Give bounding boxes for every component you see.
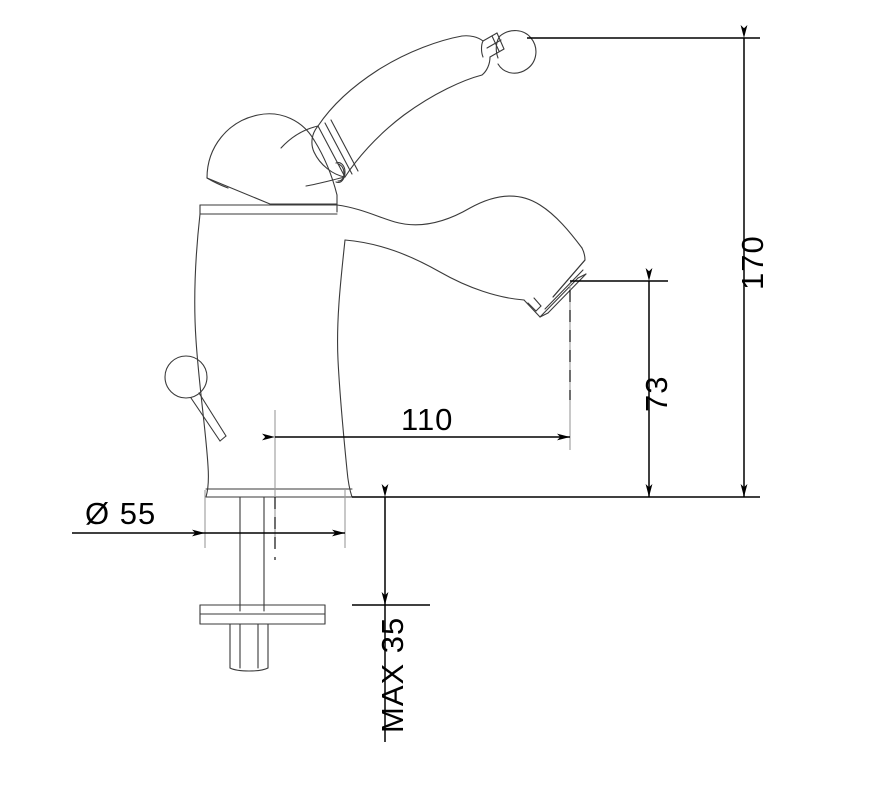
lever-handle [311, 35, 491, 178]
centreline [274, 290, 571, 560]
fixing-nut [229, 623, 269, 672]
threaded-shank [239, 496, 265, 612]
washer-plate [199, 604, 326, 625]
aerator [523, 259, 587, 318]
handle-finial [495, 30, 537, 74]
dimline-max35 [352, 484, 430, 742]
body-dome-cap [199, 113, 346, 215]
dimension-lines [72, 25, 760, 742]
extension-lines [204, 285, 571, 548]
body [194, 213, 353, 498]
spout [336, 195, 586, 301]
dimline-73 [570, 268, 668, 497]
dimension-label-max-thickness: MAX 35 [375, 616, 410, 733]
dimension-label-base-diameter: Ø 55 [85, 496, 157, 531]
dimline-170 [352, 25, 760, 498]
base-escutcheon [205, 488, 353, 498]
dimension-label-spout-height: 73 [639, 375, 674, 412]
dimension-label-spout-reach: 110 [401, 402, 454, 437]
pop-up-waste-lever [164, 355, 227, 442]
handle-collar [480, 32, 505, 58]
handle-stem [280, 119, 359, 187]
dimension-label-total-height: 170 [735, 235, 770, 290]
